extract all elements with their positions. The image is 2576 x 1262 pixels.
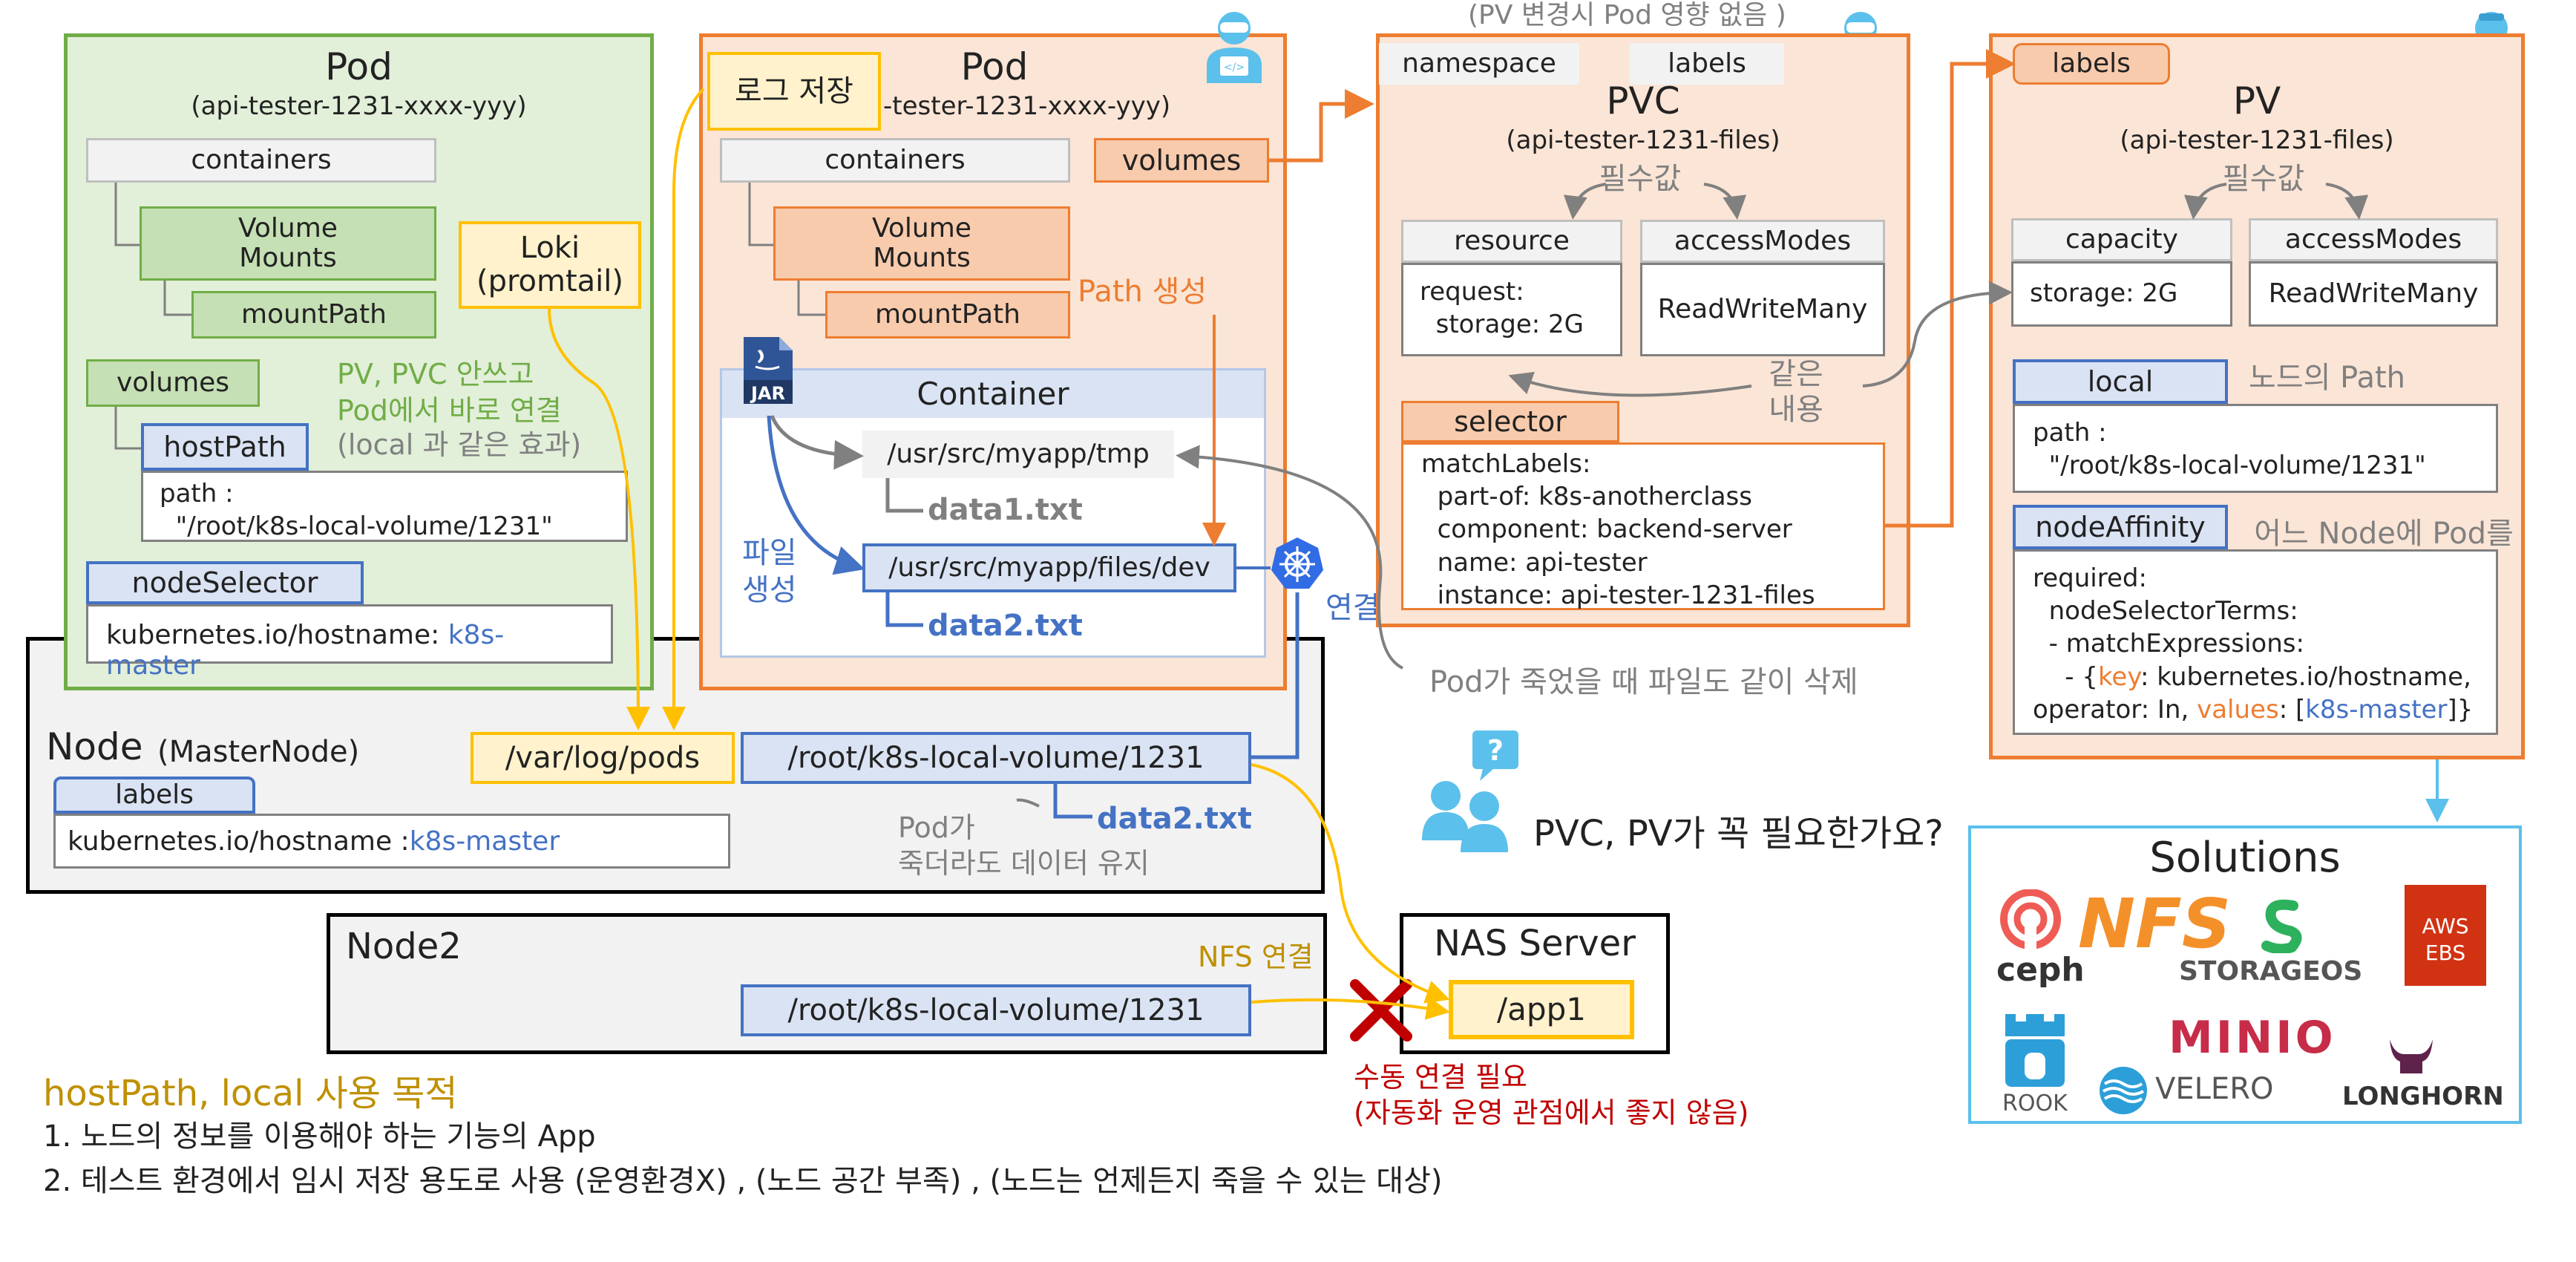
- pvc-access-modes: accessModes: [1640, 220, 1885, 263]
- minio-logo: MINIO: [2169, 1012, 2336, 1064]
- storageos-logo-icon: [2259, 898, 2304, 955]
- pod1-node-selector: nodeSelector: [86, 561, 364, 604]
- rook-logo-icon: [1999, 1010, 2071, 1090]
- purpose-title: hostPath, local 사용 목적: [43, 1073, 458, 1114]
- pvc-labels: labels: [1630, 43, 1784, 85]
- pvc-subtitle: (api-tester-1231-files): [1506, 125, 1780, 155]
- var-log-pods: /var/log/pods: [471, 732, 735, 784]
- solutions-title: Solutions: [2149, 834, 2341, 882]
- node-subtitle: (MasterNode): [157, 735, 360, 769]
- pod-dead-note: Pod가 죽었을 때 파일도 같이 삭제: [1429, 665, 1858, 699]
- aws-label: AWS: [2422, 914, 2469, 938]
- svg-text:?: ?: [1487, 734, 1504, 767]
- pvc-top-note: (PV 변경시 Pod 영향 없음 ): [1468, 0, 1786, 30]
- rook-label: ROOK: [2002, 1091, 2068, 1116]
- nas-dir: /app1: [1449, 980, 1634, 1039]
- path-create-label: Path 생성: [1078, 275, 1207, 309]
- file-create-label: 파일 생성: [742, 536, 797, 607]
- pv-local-note: 노드의 Path: [2249, 361, 2405, 395]
- pod1-node-selector-box: kubernetes.io/hostname: k8s-master: [86, 604, 613, 681]
- manual-connect: 수동 연결 필요: [1354, 1061, 1527, 1093]
- pvc-resource-body: request: storage: 2G: [1401, 263, 1622, 356]
- pvc-namespace: namespace: [1379, 43, 1579, 85]
- storageos-label: STORAGEOS: [2179, 956, 2363, 987]
- manual-connect-note: (자동화 운영 관점에서 좋지 않음): [1354, 1096, 1749, 1129]
- svg-text:</>: </>: [1224, 62, 1245, 73]
- nfs-logo: NFS: [2078, 884, 2232, 964]
- connect-label: 연결: [1325, 591, 1380, 625]
- pv-access-modes: accessModes: [2249, 218, 2498, 261]
- loki-promtail: Loki (promtail): [459, 221, 641, 309]
- host-volume-dir: /root/k8s-local-volume/1231: [741, 732, 1251, 784]
- pvc-access-value: ReadWriteMany: [1640, 263, 1885, 356]
- question-text: PVC, PV가 꼭 필요한가요?: [1533, 813, 1944, 854]
- pod1-note-gray: (local 과 같은 효과): [337, 428, 582, 461]
- node2-dir: /root/k8s-local-volume/1231: [741, 984, 1251, 1036]
- pv-local: local: [2013, 359, 2228, 404]
- tmp-path: /usr/src/myapp/tmp: [862, 431, 1174, 478]
- pod2-volumes: volumes: [1094, 138, 1269, 183]
- kubernetes-icon: [1269, 536, 1325, 592]
- pod1-subtitle: (api-tester-1231-xxxx-yyy): [191, 91, 527, 121]
- nfs-connect-label: NFS 연결: [1198, 941, 1314, 973]
- data2-file: data2.txt: [928, 609, 1083, 643]
- data-keep-note: Pod가 죽더라도 데이터 유지: [898, 811, 1150, 880]
- velero-logo-icon: [2099, 1066, 2148, 1115]
- ceph-logo-icon: [1995, 889, 2066, 953]
- pv-capacity: capacity: [2011, 218, 2232, 261]
- pv-subtitle: (api-tester-1231-files): [2120, 125, 2394, 155]
- pod2-volume-mounts: Volume Mounts: [773, 206, 1070, 281]
- pv-labels: labels: [2013, 43, 2170, 85]
- pod1-note: PV, PVC 안쓰고 Pod에서 바로 연결: [337, 358, 562, 428]
- disconnected-x-icon: [1348, 977, 1415, 1044]
- pod1-mount-path: mountPath: [191, 291, 436, 339]
- same-content-label: 같은 내용: [1769, 357, 1823, 427]
- longhorn-logo-icon: [2387, 1036, 2436, 1076]
- velero-label: VELERO: [2155, 1072, 2274, 1106]
- nas-title: NAS Server: [1434, 923, 1636, 964]
- pod1-hostpath: hostPath: [141, 423, 309, 471]
- node-data2-file: data2.txt: [1097, 802, 1252, 836]
- pvc-selector: selector: [1401, 401, 1619, 442]
- pod1-path-box: path : "/root/k8s-local-volume/1231": [141, 471, 628, 542]
- pod2-containers: containers: [720, 138, 1070, 183]
- pv-access-value: ReadWriteMany: [2249, 261, 2498, 327]
- java-jar-icon: JAR: [741, 334, 796, 407]
- pv-local-body: path : "/root/k8s-local-volume/1231": [2013, 404, 2498, 493]
- longhorn-label: LONGHORN: [2342, 1082, 2504, 1111]
- node-labels-box: kubernetes.io/hostname :k8s-master: [53, 814, 730, 869]
- developer-icon: </>: [1202, 6, 1266, 85]
- pvc-required: 필수값: [1599, 162, 1682, 196]
- pvc-title: PVC: [1606, 79, 1680, 122]
- pod1-volumes: volumes: [86, 359, 260, 407]
- pod1-volume-mounts: Volume Mounts: [140, 206, 436, 281]
- pvc-selector-body: matchLabels: part-of: k8s-anotherclass c…: [1401, 442, 1885, 610]
- pv-required: 필수값: [2222, 162, 2305, 196]
- pod2-title: Pod: [960, 45, 1029, 88]
- pv-capacity-body: storage: 2G: [2011, 261, 2232, 327]
- ceph-label: ceph: [1996, 951, 2085, 989]
- pv-node-affinity: nodeAffinity: [2013, 505, 2228, 549]
- aws-ebs-logo-icon: [2405, 885, 2486, 986]
- question-people-icon: ?: [1416, 729, 1521, 854]
- node-title: Node: [46, 725, 143, 768]
- ebs-label: EBS: [2425, 941, 2466, 965]
- container-header: Container: [722, 370, 1264, 418]
- pod1-containers: containers: [86, 138, 436, 183]
- purpose-line2: 2. 테스트 환경에서 임시 저장 용도로 사용 (운영환경X) , (노드 공…: [43, 1164, 1443, 1198]
- node-labels-tab: labels: [53, 777, 255, 814]
- purpose-line1: 1. 노드의 정보를 이용해야 하는 기능의 App: [43, 1119, 596, 1154]
- pvc-resource: resource: [1401, 220, 1622, 263]
- pod2-mount-path: mountPath: [825, 291, 1070, 339]
- pod2-subtitle: -tester-1231-xxxx-yyy): [883, 91, 1171, 121]
- pod1-title: Pod: [325, 45, 393, 88]
- log-save: 로그 저장: [707, 52, 881, 131]
- svg-text:JAR: JAR: [750, 383, 785, 404]
- pv-title: PV: [2232, 79, 2281, 122]
- data1-file: data1.txt: [928, 493, 1083, 527]
- pv-affinity-body: required: nodeSelectorTerms: - matchExpr…: [2013, 549, 2498, 735]
- node2-title: Node2: [346, 926, 462, 967]
